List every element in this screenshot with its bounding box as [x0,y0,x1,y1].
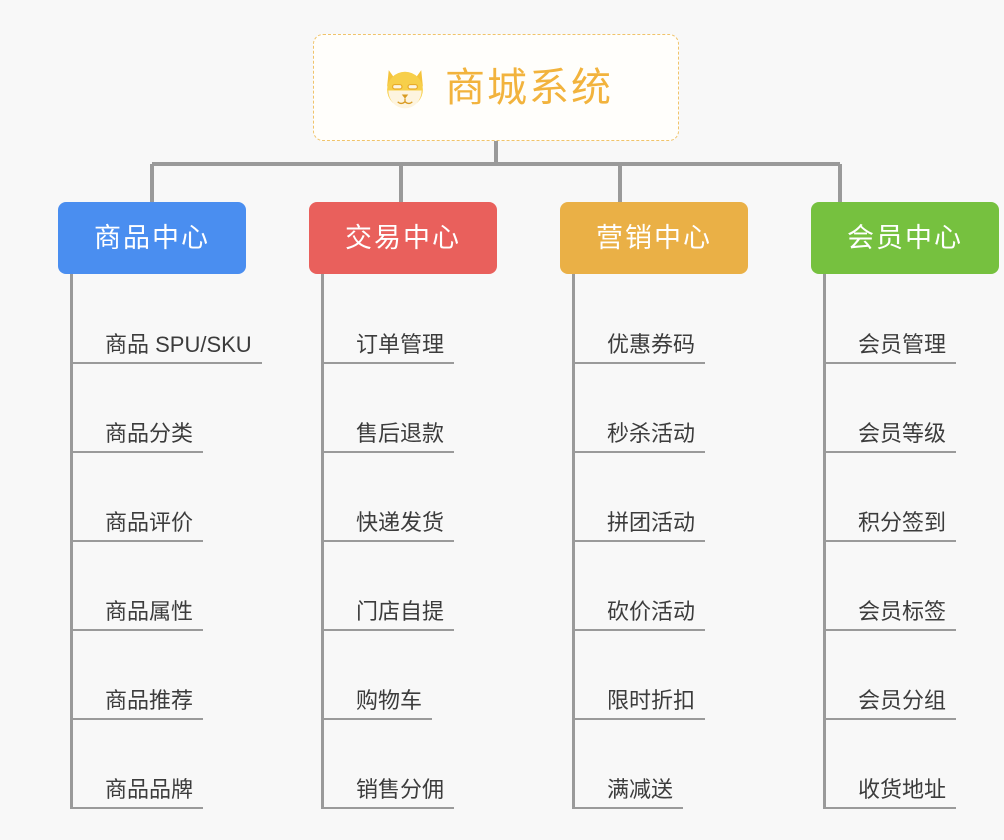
leaf-item[interactable]: 商品品牌 [73,720,204,809]
leaf-item[interactable]: 砍价活动 [575,542,706,631]
leaf-list-trade: 订单管理 售后退款 快递发货 门店自提 购物车 销售分佣 [321,274,455,809]
category-header-marketing[interactable]: 营销中心 [560,202,748,274]
leaf-item[interactable]: 优惠券码 [575,274,706,364]
leaf-item[interactable]: 售后退款 [324,364,455,453]
leaf-item[interactable]: 订单管理 [324,274,455,364]
leaf-item[interactable]: 秒杀活动 [575,364,706,453]
leaf-item[interactable]: 会员分组 [826,631,957,720]
leaf-item[interactable]: 商品分类 [73,364,204,453]
category-column-product: 商品中心 商品 SPU/SKU 商品分类 商品评价 商品属性 商品推荐 商品品牌 [0,202,262,809]
leaf-list-member: 会员管理 会员等级 积分签到 会员标签 会员分组 收货地址 [823,274,957,809]
leaf-list-marketing: 优惠券码 秒杀活动 拼团活动 砍价活动 限时折扣 满减送 [572,274,706,809]
category-header-trade-label: 交易中心 [345,222,461,253]
leaf-item[interactable]: 购物车 [324,631,433,720]
leaf-item[interactable]: 收货地址 [826,720,957,809]
leaf-item[interactable]: 销售分佣 [324,720,455,809]
leaf-item[interactable]: 门店自提 [324,542,455,631]
leaf-item[interactable]: 会员等级 [826,364,957,453]
root-node[interactable]: 商城系统 [313,34,679,141]
category-header-product[interactable]: 商品中心 [58,202,246,274]
leaf-item[interactable]: 会员标签 [826,542,957,631]
leaf-item[interactable]: 拼团活动 [575,453,706,542]
leaf-item[interactable]: 满减送 [575,720,684,809]
leaf-item[interactable]: 会员管理 [826,274,957,364]
category-columns: 商品中心 商品 SPU/SKU 商品分类 商品评价 商品属性 商品推荐 商品品牌… [0,202,1004,809]
category-column-member: 会员中心 会员管理 会员等级 积分签到 会员标签 会员分组 收货地址 [753,202,1004,809]
category-column-marketing: 营销中心 优惠券码 秒杀活动 拼团活动 砍价活动 限时折扣 满减送 [502,202,753,809]
category-header-product-label: 商品中心 [94,222,210,253]
category-header-member[interactable]: 会员中心 [811,202,999,274]
leaf-item[interactable]: 快递发货 [324,453,455,542]
shiba-dog-emoji-icon [379,62,431,114]
category-column-trade: 交易中心 订单管理 售后退款 快递发货 门店自提 购物车 销售分佣 [251,202,502,809]
leaf-item[interactable]: 商品评价 [73,453,204,542]
category-header-trade[interactable]: 交易中心 [309,202,497,274]
leaf-item[interactable]: 商品推荐 [73,631,204,720]
category-header-marketing-label: 营销中心 [596,222,712,253]
leaf-item[interactable]: 积分签到 [826,453,957,542]
category-header-member-label: 会员中心 [847,222,963,253]
leaf-item[interactable]: 限时折扣 [575,631,706,720]
root-title: 商城系统 [445,65,613,110]
leaf-list-product: 商品 SPU/SKU 商品分类 商品评价 商品属性 商品推荐 商品品牌 [70,274,262,809]
leaf-item[interactable]: 商品 SPU/SKU [73,274,262,364]
leaf-item[interactable]: 商品属性 [73,542,204,631]
